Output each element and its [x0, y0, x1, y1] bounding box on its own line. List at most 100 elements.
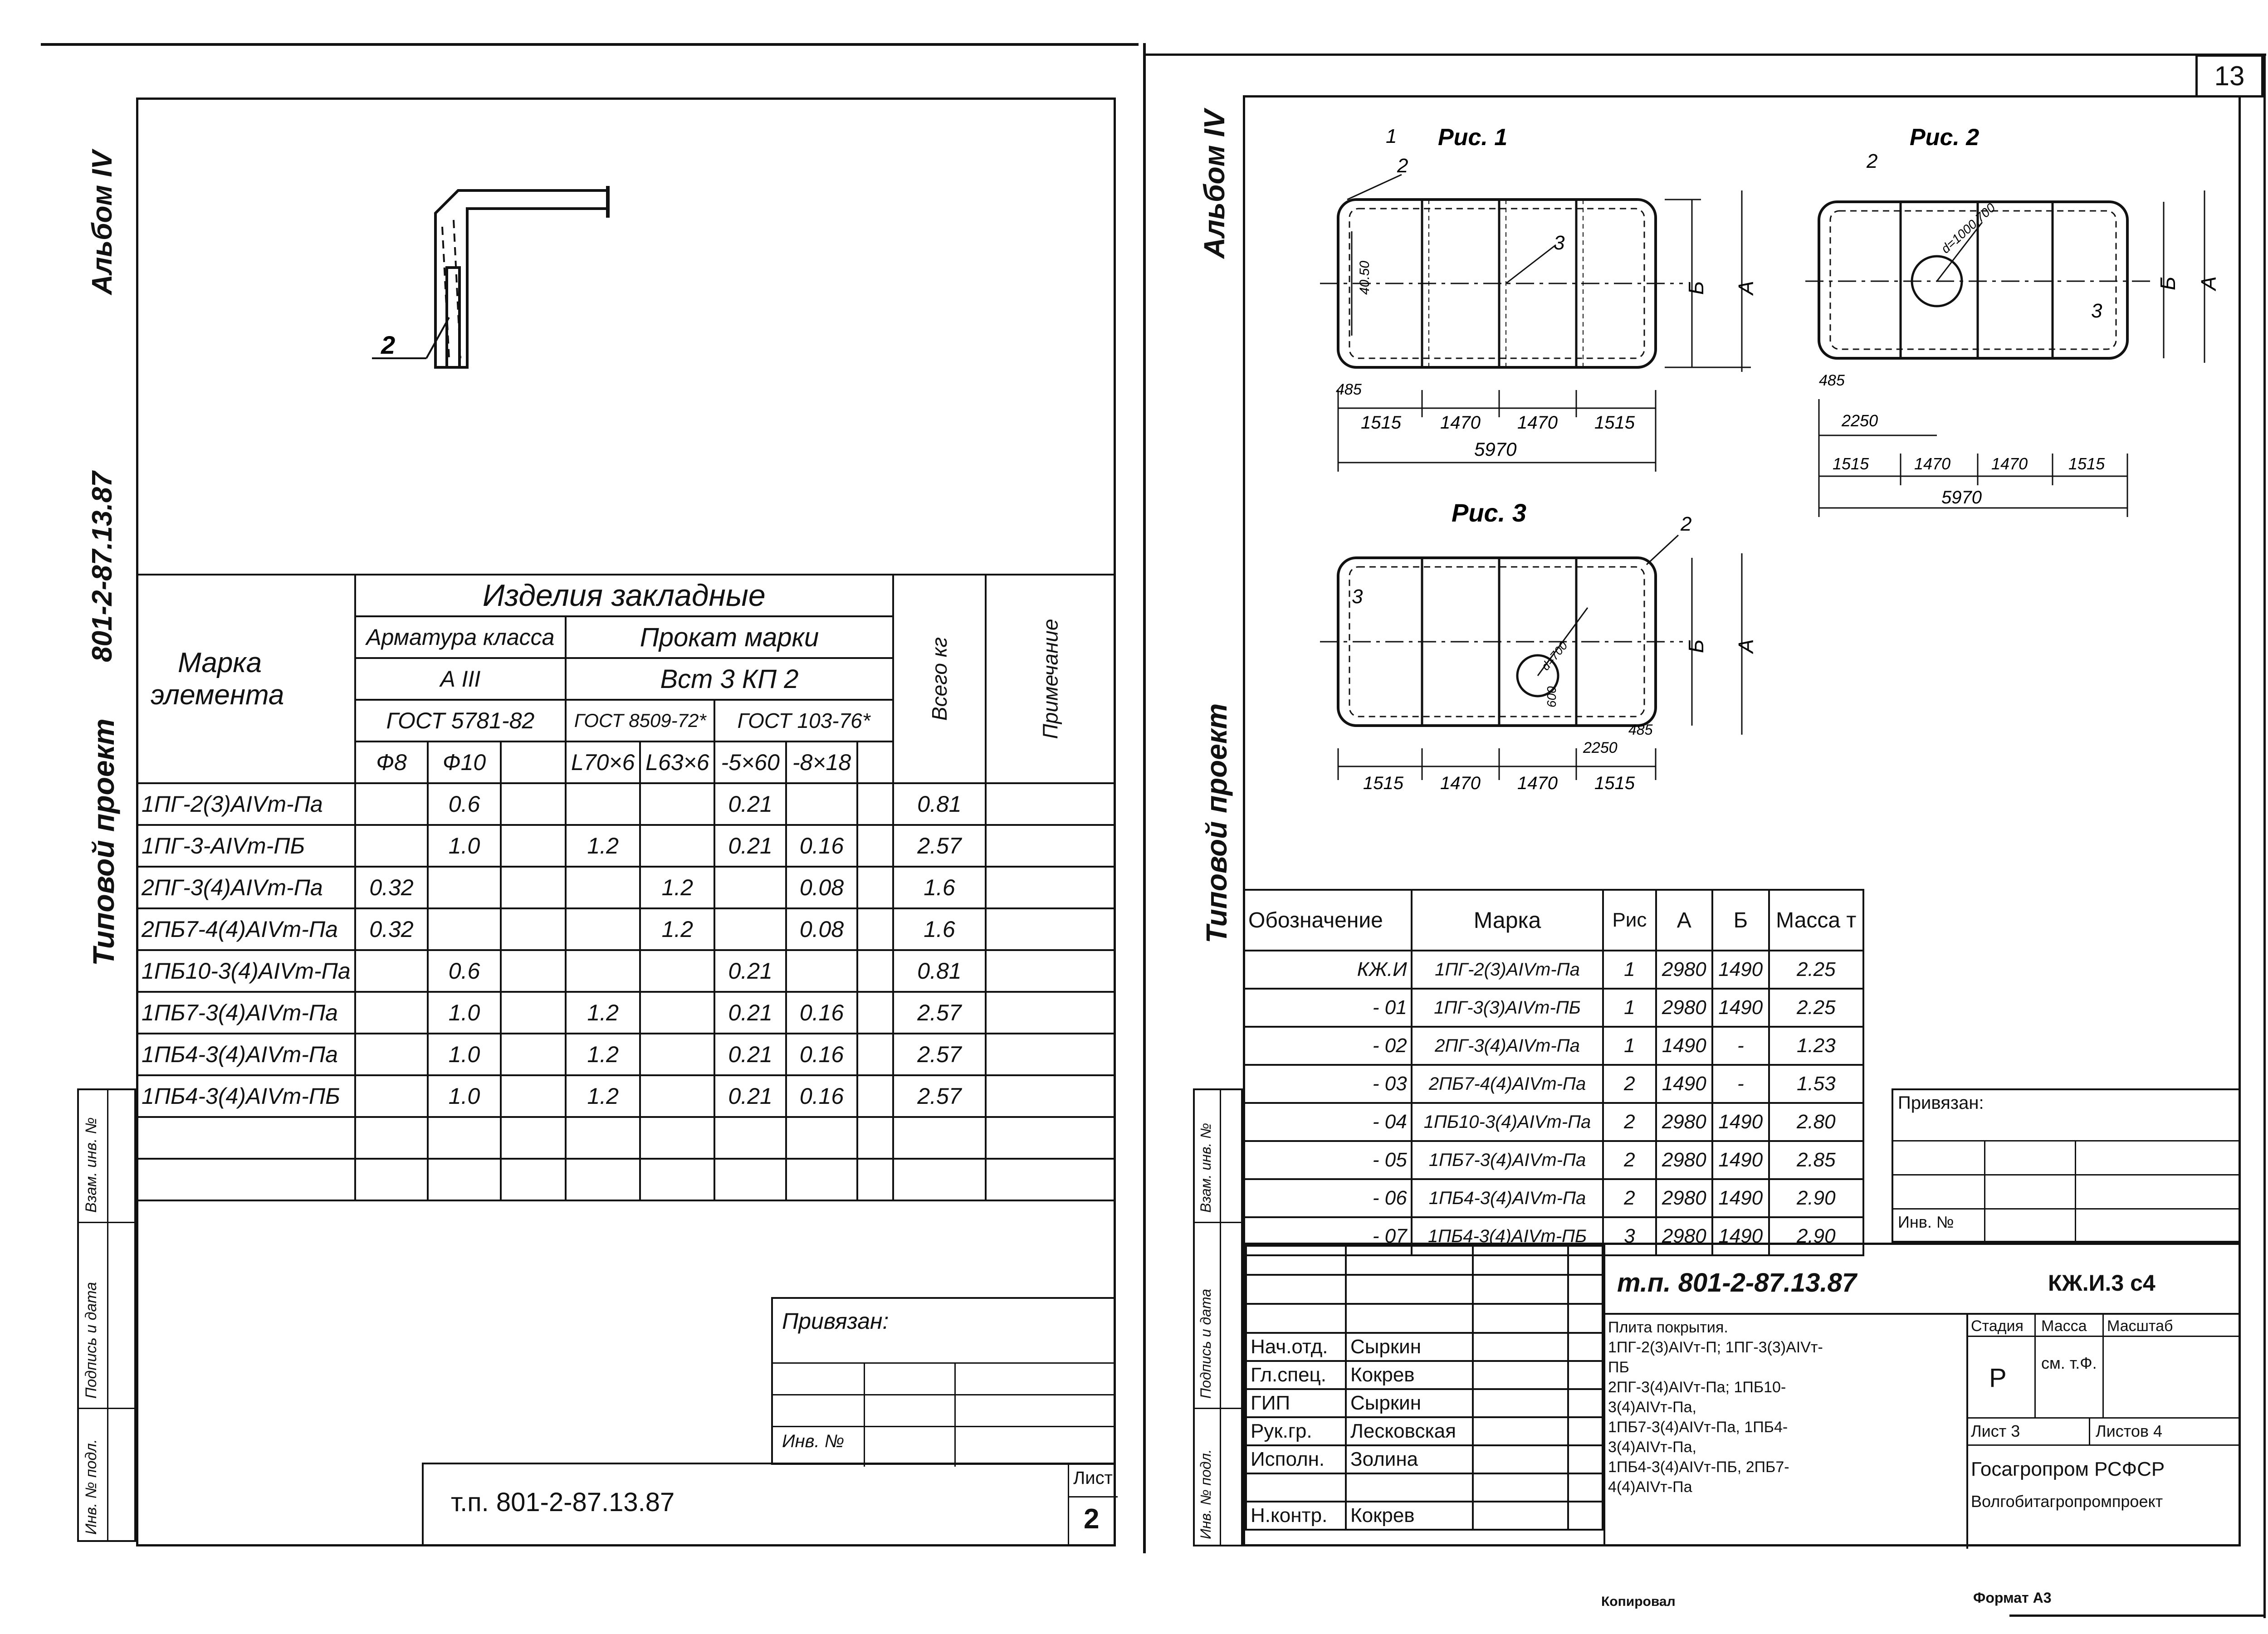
row-cell: 1.2: [639, 866, 716, 909]
row-cell: 0.21: [714, 949, 787, 993]
tb-sheet: Лист 3: [1971, 1422, 2020, 1440]
row-cell: [856, 1074, 894, 1118]
person: Кокрев: [1345, 1501, 1474, 1531]
stamp-label: Подпись и дата: [83, 1282, 100, 1399]
stamp-label: Инв. № подл.: [1198, 1449, 1214, 1539]
spec-cell: 2: [1602, 1178, 1657, 1218]
fig3-letter-a: А: [1734, 639, 1758, 654]
spec-cell: 1: [1602, 988, 1657, 1028]
spec-header: Масса т: [1768, 889, 1865, 951]
row-cell: [354, 1033, 429, 1076]
left-side-stamp: Взам. инв. № Подпись и дата Инв. № подл.: [77, 1088, 136, 1542]
sub-col: L70×6: [565, 741, 641, 784]
row-cell: [354, 991, 429, 1034]
fig2-letter-b: Б: [2156, 277, 2180, 290]
spec-cell: 2ПБ7-4(4)АIVт-Па: [1410, 1064, 1604, 1104]
tb-sheets: Листов 4: [2096, 1422, 2162, 1440]
fig3-title: Рис. 3: [1452, 498, 1526, 527]
fig3-485: 485: [1628, 722, 1653, 738]
right-top-rule: [1146, 54, 2266, 56]
spec-cell: 1ПБ4-3(4)АIVт-Па: [1410, 1178, 1604, 1218]
signature-row: Исполн.Золина: [1245, 1444, 1603, 1474]
spec-cell: 1490: [1711, 1140, 1770, 1180]
spec-cell: - 06: [1243, 1178, 1413, 1218]
fig2-2250: 2250: [1841, 411, 1878, 430]
fig2-total: 5970: [1941, 488, 1982, 507]
spec-cell: - 04: [1243, 1102, 1413, 1142]
row-cell: [639, 1074, 716, 1118]
row-total: 2.57: [892, 991, 987, 1034]
signature: [1472, 1332, 1569, 1362]
row-cell: [856, 949, 894, 993]
row-cell: 0.16: [785, 824, 859, 868]
signature: [1472, 1501, 1569, 1531]
sub-col: Ф10: [427, 741, 502, 784]
person: Сыркин: [1345, 1332, 1474, 1362]
row-cell: 1.2: [639, 907, 716, 951]
spec-cell: - 03: [1243, 1064, 1413, 1104]
fig2-letter-a: А: [2197, 276, 2220, 292]
spec-cell: 1490: [1655, 1064, 1714, 1104]
signature: [1472, 1360, 1569, 1390]
row-total: 1.6: [892, 866, 987, 909]
row-total: 1.6: [892, 907, 987, 951]
row-cell: 1.2: [565, 991, 641, 1034]
spec-header: Обозначение: [1243, 889, 1413, 951]
row-mark: 1ПБ4-3(4)АIVт-Па: [136, 1033, 356, 1076]
row-total: 0.81: [892, 949, 987, 993]
row-cell: [856, 824, 894, 868]
row-mark: 2ПБ7-4(4)АIVт-Па: [136, 907, 356, 951]
row-note: [985, 907, 1116, 951]
spec-cell: 2: [1602, 1102, 1657, 1142]
spec-cell: 2980: [1655, 988, 1714, 1028]
row-cell: [639, 991, 716, 1034]
row-cell: 0.32: [354, 907, 429, 951]
sub-col: [499, 741, 567, 784]
row-total: 0.81: [892, 782, 987, 826]
row-cell: 1.0: [427, 824, 502, 868]
role: ГИП: [1245, 1388, 1347, 1418]
row-cell: [499, 824, 567, 868]
fig2-dim: 1470: [1914, 454, 1950, 473]
row-cell: 1.0: [427, 1033, 502, 1076]
signature-row: Нач.отд.Сыркин: [1245, 1332, 1603, 1362]
row-cell: [499, 949, 567, 993]
tb-description: Плита покрытия. 1ПГ-2(3)АIVт-П; 1ПГ-3(3)…: [1608, 1319, 1823, 1496]
privyazan-label: Привязан:: [1898, 1093, 1984, 1113]
row-cell: 0.6: [427, 782, 502, 826]
copied-label: Копировал: [1601, 1594, 1676, 1609]
row-cell: [785, 949, 859, 993]
spec-cell: 1ПБ7-3(4)АIVт-Па: [1410, 1140, 1604, 1180]
tb-stage: Р: [1989, 1363, 2007, 1393]
role: Рук.гр.: [1245, 1416, 1347, 1446]
signature: [1472, 1444, 1569, 1474]
spec-cell: 2.85: [1768, 1140, 1865, 1180]
top-rule: [41, 43, 1139, 46]
row-cell: [856, 866, 894, 909]
spec-cell: 2: [1602, 1064, 1657, 1104]
fig2-callout-2: 2: [1866, 150, 1877, 172]
person: Лесковская: [1345, 1416, 1474, 1446]
rolled-gost-2: ГОСТ 103-76*: [714, 699, 894, 742]
spec-cell: 1.23: [1768, 1026, 1865, 1066]
rolled-gost-1: ГОСТ 8509-72*: [565, 699, 716, 742]
fig1-total: 5970: [1474, 439, 1517, 460]
row-mark: 1ПГ-3-АIVт-ПБ: [136, 824, 356, 868]
row-cell: [499, 907, 567, 951]
spec-cell: 1: [1602, 950, 1657, 990]
stamp-label: Подпись и дата: [1198, 1288, 1214, 1399]
spec-header: Марка: [1410, 889, 1604, 951]
row-cell: 1.0: [427, 1074, 502, 1118]
row-cell: 0.16: [785, 991, 859, 1034]
row-cell: [785, 782, 859, 826]
spec-cell: - 02: [1243, 1026, 1413, 1066]
signature-row: Рук.гр.Лесковская: [1245, 1416, 1603, 1446]
row-cell: [856, 1033, 894, 1076]
person: [1345, 1473, 1474, 1502]
role: Гл.спец.: [1245, 1360, 1347, 1390]
spec-cell: -: [1711, 1064, 1770, 1104]
